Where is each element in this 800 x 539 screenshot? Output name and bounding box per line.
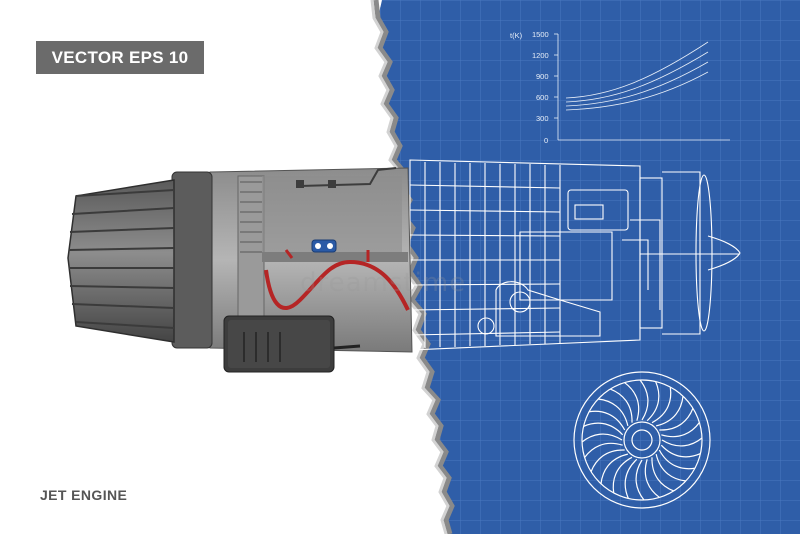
graph-curve-4 [565, 71, 709, 111]
image-caption: JET ENGINE [40, 487, 128, 503]
graph-ytick: 0 [544, 136, 548, 145]
graph-ytick: 600 [536, 93, 549, 102]
graph-curve-3 [565, 61, 709, 107]
temperature-graph [554, 33, 730, 141]
graph-ytick: 300 [536, 114, 549, 123]
fan-front-view [573, 371, 711, 509]
graph-ytick: 1200 [532, 51, 549, 60]
engine-illustration [67, 167, 413, 373]
graph-ytick: 1500 [532, 30, 549, 39]
graph-curve-2 [565, 51, 709, 103]
engine-blueprint-drawing [409, 159, 741, 351]
format-badge: VECTOR EPS 10 [36, 41, 204, 74]
graph-ytick: 900 [536, 72, 549, 81]
blueprint-panel [370, 0, 800, 535]
graph-curve-1 [565, 41, 709, 99]
graph-ylabel: t(K) [510, 31, 523, 40]
